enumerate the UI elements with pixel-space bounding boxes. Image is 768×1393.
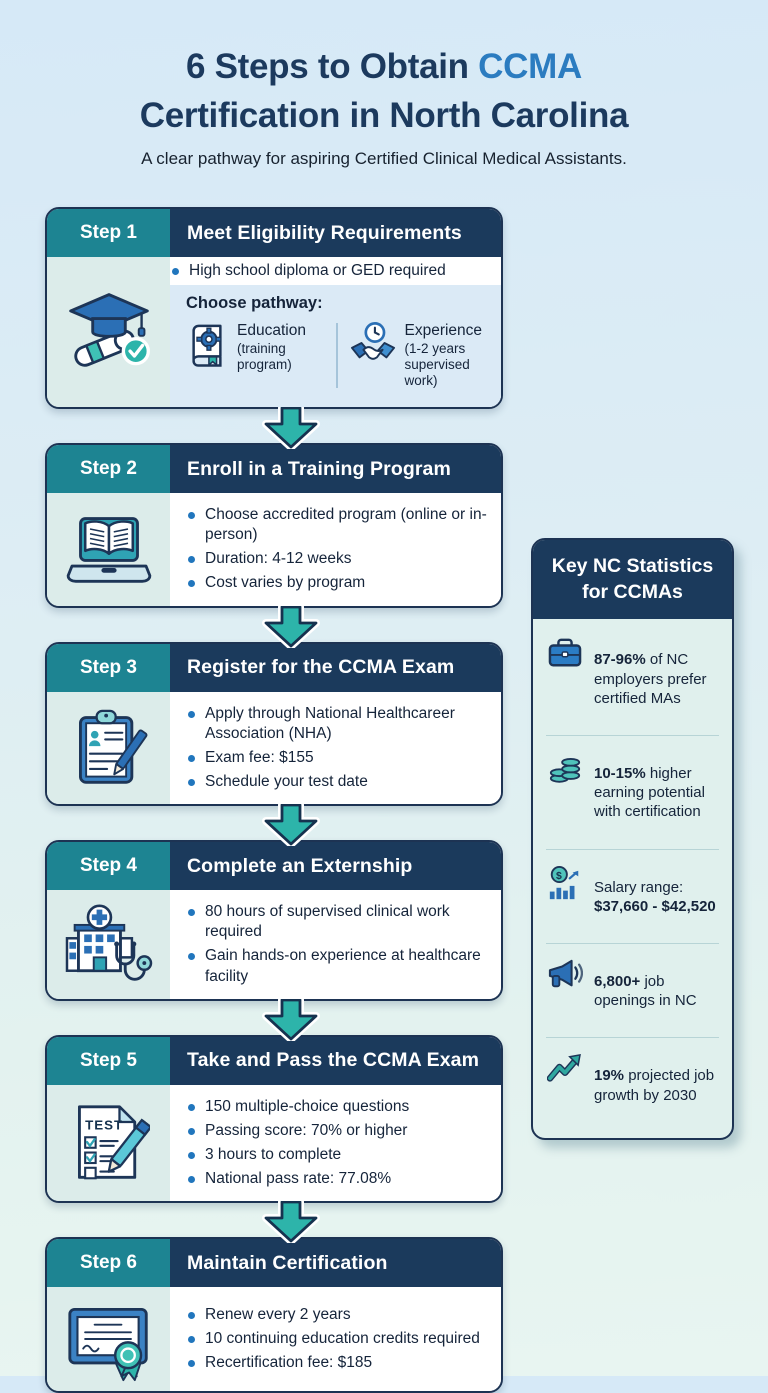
hospital-stethoscope-icon: [47, 890, 170, 999]
step-5-bullets: 150 multiple-choice questions Passing sc…: [186, 1093, 489, 1194]
pathway-label: Choose pathway:: [186, 294, 323, 313]
stat-earning: 10-15% higher earning potential with cer…: [546, 735, 719, 849]
step-6-badge: Step 6: [47, 1239, 170, 1288]
step-2-title: Enroll in a Training Program: [170, 445, 501, 493]
bullet: Cost varies by program: [186, 573, 489, 593]
pathway-panel: Choose pathway:: [170, 285, 501, 407]
bullet: Passing score: 70% or higher: [186, 1121, 489, 1141]
step-5-body: 150 multiple-choice questions Passing sc…: [170, 1084, 501, 1202]
pathway-divider: [335, 323, 338, 388]
step-4-title: Complete an Externship: [170, 842, 501, 891]
page-subtitle: A clear pathway for aspiring Certified C…: [141, 149, 627, 168]
step-4-body: 80 hours of supervised clinical work req…: [170, 890, 501, 999]
step-3-badge: Step 3: [47, 643, 170, 692]
graduation-cap-diploma-icon: [47, 257, 170, 407]
stat-text: 10-15% higher earning potential with cer…: [594, 765, 705, 821]
salary-chart-icon: $: [546, 863, 584, 903]
bullet: 150 multiple-choice questions: [186, 1097, 489, 1117]
growth-arrow-icon: [546, 1051, 584, 1083]
pathway-option-text: Education (training program): [237, 322, 306, 372]
pathway-option-experience: Experience (1-2 years supervised work): [350, 321, 488, 390]
step-4-badge: Step 4: [47, 842, 170, 891]
step-6-bullets: Renew every 2 years 10 continuing educat…: [186, 1301, 489, 1377]
bullet: National pass rate: 77.08%: [186, 1169, 489, 1189]
step-6-body: Renew every 2 years 10 continuing educat…: [170, 1287, 501, 1392]
page-title: 6 Steps to Obtain CCMA Certification in …: [0, 42, 768, 140]
test-sheet-pencil-icon: TEST: [47, 1084, 170, 1202]
title-highlight: CCMA: [478, 47, 582, 86]
step-1-title: Meet Eligibility Requirements: [170, 209, 501, 257]
clipboard-pen-icon: [47, 691, 170, 805]
step-card-6: Step 6 Maintain Certification: [45, 1237, 503, 1393]
bullet: 80 hours of supervised clinical work req…: [186, 902, 489, 942]
down-arrow-icon: [62, 407, 520, 449]
step-5-badge: Step 5: [47, 1036, 170, 1085]
step-3-title: Register for the CCMA Exam: [170, 643, 501, 692]
pathway-option-education: Education (training program): [186, 321, 324, 373]
step-6-title: Maintain Certification: [170, 1239, 501, 1288]
step-card-3: Step 3 Register for the CCMA Exam: [45, 641, 503, 807]
laptop-book-icon: [47, 493, 170, 606]
step-1-bullets: High school diploma or GED required: [170, 257, 501, 286]
stat-openings: 6,800+ job openings in NC: [546, 942, 719, 1037]
bullet: Recertification fee: $185: [186, 1353, 489, 1373]
briefcase-icon: [546, 635, 584, 669]
handshake-clock-icon: [350, 321, 396, 372]
bullet: 10 continuing education credits required: [186, 1329, 489, 1349]
coins-icon: [546, 749, 584, 785]
stat-text: 6,800+ job openings in NC: [594, 972, 697, 1010]
step-2-bullets: Choose accredited program (online or in-…: [186, 501, 489, 598]
steps-column: Step 1 Meet Eligibility Requirements: [45, 207, 503, 1393]
title-line1: 6 Steps to Obtain CCMA: [186, 47, 582, 86]
book-gear-icon: [186, 321, 228, 372]
down-arrow-icon: [62, 1201, 520, 1244]
statistics-list: 87-96% of NC employers prefer certified …: [533, 619, 732, 1137]
step-1-body: High school diploma or GED required Choo…: [170, 257, 501, 407]
statistics-panel-title: Key NC Statistics for CCMAs: [533, 540, 732, 620]
stat-growth: 19% projected job growth by 2030: [546, 1037, 719, 1131]
down-arrow-icon: [62, 998, 520, 1041]
down-arrow-icon: [62, 804, 520, 847]
stat-text: Salary range: $37,660 - $42,520: [594, 878, 716, 915]
step-card-2: Step 2 Enroll in a Training Program: [45, 443, 503, 608]
stat-employers: 87-96% of NC employers prefer certified …: [546, 622, 719, 735]
stat-text: 87-96% of NC employers prefer certified …: [594, 651, 707, 707]
step-3-bullets: Apply through National Healthcareer Asso…: [186, 700, 489, 797]
step-5-title: Take and Pass the CCMA Exam: [170, 1036, 501, 1085]
bullet: Choose accredited program (online or in-…: [186, 505, 489, 545]
svg-text:TEST: TEST: [85, 1118, 123, 1133]
step-1-badge: Step 1: [47, 209, 170, 257]
bullet: Schedule your test date: [186, 772, 489, 792]
svg-text:$: $: [556, 870, 562, 881]
step-4-bullets: 80 hours of supervised clinical work req…: [186, 898, 489, 991]
step-2-body: Choose accredited program (online or in-…: [170, 493, 501, 606]
bullet: High school diploma or GED required: [170, 261, 501, 281]
bullet: Gain hands-on experience at healthcare f…: [186, 946, 489, 986]
step-card-1: Step 1 Meet Eligibility Requirements: [45, 207, 503, 409]
step-2-badge: Step 2: [47, 445, 170, 493]
header: 6 Steps to Obtain CCMA Certification in …: [0, 0, 768, 169]
key-statistics-panel: Key NC Statistics for CCMAs 87-96% of NC…: [531, 538, 734, 1140]
stat-text: 19% projected job growth by 2030: [594, 1067, 715, 1104]
stat-salary: $ Salary range: $37,660 - $42,520: [546, 848, 719, 943]
step-card-5: Step 5 Take and Pass the CCMA Exam TEST: [45, 1034, 503, 1204]
pathway-option-text: Experience (1-2 years supervised work): [404, 322, 483, 389]
down-arrow-icon: [62, 605, 520, 648]
step-3-body: Apply through National Healthcareer Asso…: [170, 691, 501, 805]
bullet: Renew every 2 years: [186, 1305, 489, 1325]
bullet: Duration: 4-12 weeks: [186, 549, 489, 569]
step-card-4: Step 4 Complete an Externship: [45, 840, 503, 1001]
title-line2: Certification in North Carolina: [139, 96, 629, 135]
certificate-ribbon-icon: [47, 1287, 170, 1392]
megaphone-icon: [546, 957, 584, 991]
bullet: Exam fee: $155: [186, 748, 489, 768]
pathway-options: Education (training program): [186, 321, 487, 390]
bullet: 3 hours to complete: [186, 1145, 489, 1165]
bullet: Apply through National Healthcareer Asso…: [186, 704, 489, 744]
